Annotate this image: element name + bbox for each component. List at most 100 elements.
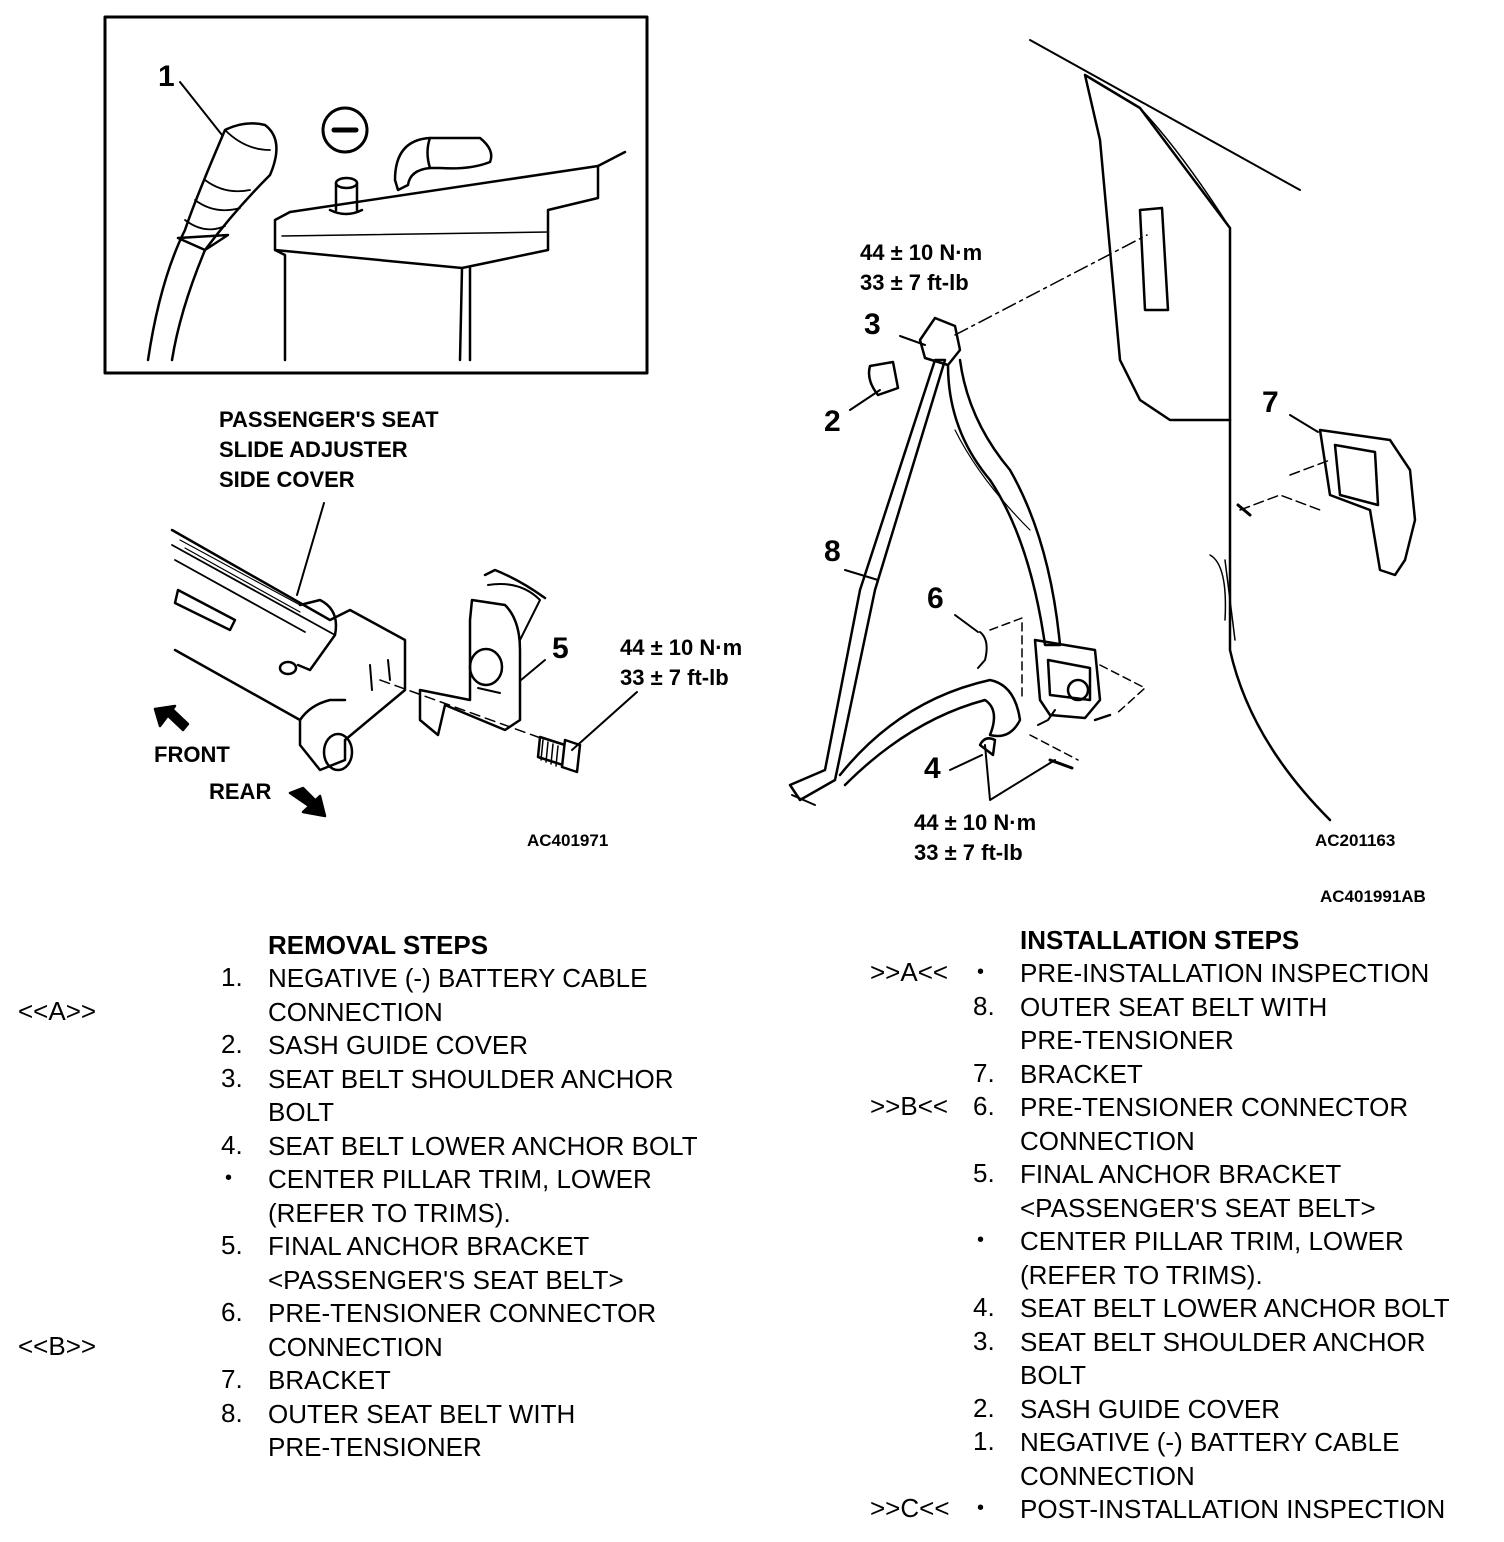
- removal-step-text-line: (REFER TO TRIMS).: [268, 1197, 511, 1228]
- callout-7: 7: [1262, 386, 1279, 419]
- installation-step-number: 4.: [973, 1292, 995, 1322]
- installation-step-number: 6.: [973, 1091, 995, 1121]
- installation-step-number: •: [977, 961, 985, 983]
- installation-step-text: POST-INSTALLATION INSPECTION: [1020, 1493, 1445, 1527]
- installation-step-text-line: PRE-TENSIONER CONNECTOR: [1020, 1092, 1409, 1122]
- installation-step-text: SASH GUIDE COVER: [1020, 1393, 1280, 1427]
- installation-step-text-line: SEAT BELT SHOULDER ANCHOR: [1020, 1326, 1426, 1357]
- removal-step-number: 5.: [221, 1230, 243, 1260]
- removal-step-text-line: CENTER PILLAR TRIM, LOWER: [268, 1164, 652, 1194]
- installation-step-number: 1.: [973, 1426, 995, 1456]
- removal-step-number: 8.: [221, 1397, 243, 1428]
- removal-steps: REMOVAL STEPS <<A>> 1. NEGATIVE (-) BATTER…: [18, 930, 698, 1462]
- installation-step-number: 7.: [973, 1057, 995, 1088]
- removal-step-text: SASH GUIDE COVER: [268, 1029, 528, 1063]
- removal-step-marker: <<A>>: [18, 995, 97, 1026]
- installation-step-text-line: PRE-INSTALLATION INSPECTION: [1020, 958, 1430, 988]
- removal-step-marker: <<B>>: [18, 1330, 97, 1361]
- installation-step-number: 8.: [973, 990, 995, 1021]
- removal-step-text-line: FINAL ANCHOR BRACKET: [268, 1231, 590, 1261]
- installation-step-text-line: POST-INSTALLATION INSPECTION: [1020, 1494, 1446, 1524]
- callout-6: 6: [927, 582, 944, 615]
- callout-3: 3: [864, 308, 881, 341]
- pillar-seatbelt-view: [788, 39, 1417, 822]
- installation-step-text-line: (REFER TO TRIMS).: [1020, 1259, 1263, 1290]
- removal-title: REMOVAL STEPS: [268, 930, 489, 960]
- installation-step-marker: >>B<<: [870, 1091, 949, 1121]
- installation-step-text-line: SASH GUIDE COVER: [1020, 1393, 1281, 1424]
- removal-step-text-line: CONNECTION: [268, 996, 443, 1027]
- installation-title: INSTALLATION STEPS: [1020, 925, 1300, 955]
- callout-8: 8: [824, 535, 841, 568]
- callout-1: 1: [158, 60, 175, 93]
- removal-step-text: FINAL ANCHOR BRACKET<PASSENGER'S SEAT BE…: [268, 1230, 624, 1297]
- torque-spec-lower: 44 ± 10 N·m 33 ± 7 ft-lb: [914, 810, 1037, 865]
- installation-step-text-line: BOLT: [1020, 1360, 1086, 1390]
- installation-step-number: •: [977, 1497, 985, 1519]
- installation-step-text: BRACKET: [1020, 1058, 1143, 1092]
- removal-step-text-line: SEAT BELT SHOULDER ANCHOR: [268, 1063, 674, 1094]
- seat-adjuster-view: [153, 502, 638, 818]
- torque-spec-bracket: 44 ± 10 N·m 33 ± 7 ft-lb: [620, 635, 743, 690]
- installation-step-text-line: CONNECTION: [1020, 1125, 1195, 1156]
- rear-label: REAR: [209, 779, 272, 804]
- installation-step-number: •: [977, 1229, 985, 1251]
- removal-step-text-line: CONNECTION: [268, 1331, 443, 1362]
- installation-step-text-line: PRE-TENSIONER: [1020, 1025, 1234, 1055]
- removal-step-number: 4.: [221, 1129, 243, 1160]
- installation-step-text-line: <PASSENGER'S SEAT BELT>: [1020, 1192, 1376, 1223]
- removal-step-text-line: SEAT BELT LOWER ANCHOR BOLT: [268, 1130, 698, 1161]
- installation-step-text-line: BRACKET: [1020, 1058, 1143, 1089]
- removal-step-number: 6.: [221, 1297, 243, 1327]
- installation-step-text-line: SEAT BELT LOWER ANCHOR BOLT: [1020, 1293, 1450, 1323]
- callout-5: 5: [552, 632, 569, 665]
- removal-step-text: SEAT BELT LOWER ANCHOR BOLT: [268, 1130, 698, 1164]
- installation-step-number: 5.: [973, 1158, 995, 1188]
- removal-step-text-line: BOLT: [268, 1097, 334, 1127]
- battery-inset: [103, 15, 649, 375]
- installation-step-marker: >>A<<: [870, 957, 949, 987]
- figure-code-pillar: AC201163: [1315, 831, 1396, 850]
- installation-step-marker: >>C<<: [870, 1493, 950, 1523]
- installation-step-text: PRE-INSTALLATION INSPECTION: [1020, 957, 1429, 991]
- installation-step-text: CENTER PILLAR TRIM, LOWER(REFER TO TRIMS…: [1020, 1225, 1404, 1292]
- removal-step-text-line: <PASSENGER'S SEAT BELT>: [268, 1264, 624, 1295]
- removal-step-text-line: PRE-TENSIONER CONNECTOR: [268, 1298, 657, 1328]
- removal-step-number: •: [225, 1167, 233, 1189]
- installation-step-text-line: CONNECTION: [1020, 1460, 1195, 1491]
- removal-step-number: 3.: [221, 1062, 243, 1093]
- torque-spec-shoulder: 44 ± 10 N·m 33 ± 7 ft-lb: [860, 240, 983, 295]
- removal-step-text: CENTER PILLAR TRIM, LOWER(REFER TO TRIMS…: [268, 1163, 652, 1230]
- removal-step-text: BRACKET: [268, 1364, 391, 1398]
- front-label: FRONT: [154, 742, 230, 767]
- installation-step-text: FINAL ANCHOR BRACKET<PASSENGER'S SEAT BE…: [1020, 1158, 1376, 1225]
- installation-step-text-line: FINAL ANCHOR BRACKET: [1020, 1159, 1342, 1189]
- installation-step-text-line: CENTER PILLAR TRIM, LOWER: [1020, 1226, 1404, 1256]
- removal-step-text-line: PRE-TENSIONER: [268, 1432, 482, 1462]
- removal-step-text-line: SASH GUIDE COVER: [268, 1030, 529, 1060]
- removal-step-number: 1.: [221, 962, 243, 992]
- installation-step-text-line: OUTER SEAT BELT WITH: [1020, 991, 1328, 1022]
- removal-step-number: 2.: [221, 1029, 243, 1059]
- installation-step-text-line: NEGATIVE (-) BATTERY CABLE: [1020, 1427, 1400, 1457]
- installation-step-text: SEAT BELT LOWER ANCHOR BOLT: [1020, 1292, 1450, 1326]
- sheet-code: AC401991AB: [1320, 887, 1426, 906]
- removal-step-text-line: BRACKET: [268, 1365, 391, 1395]
- installation-step-number: 2.: [973, 1392, 995, 1423]
- figure-code-seat: AC401971: [527, 831, 609, 850]
- removal-step-number: 7.: [221, 1364, 243, 1394]
- callout-2: 2: [824, 405, 841, 438]
- seat-cover-label: PASSENGER'S SEAT SLIDE ADJUSTER SIDE COV…: [219, 407, 439, 492]
- removal-step-text-line: NEGATIVE (-) BATTERY CABLE: [268, 963, 648, 993]
- installation-step-number: 3.: [973, 1325, 995, 1356]
- service-illustration: [103, 15, 1417, 822]
- callout-4: 4: [924, 752, 941, 785]
